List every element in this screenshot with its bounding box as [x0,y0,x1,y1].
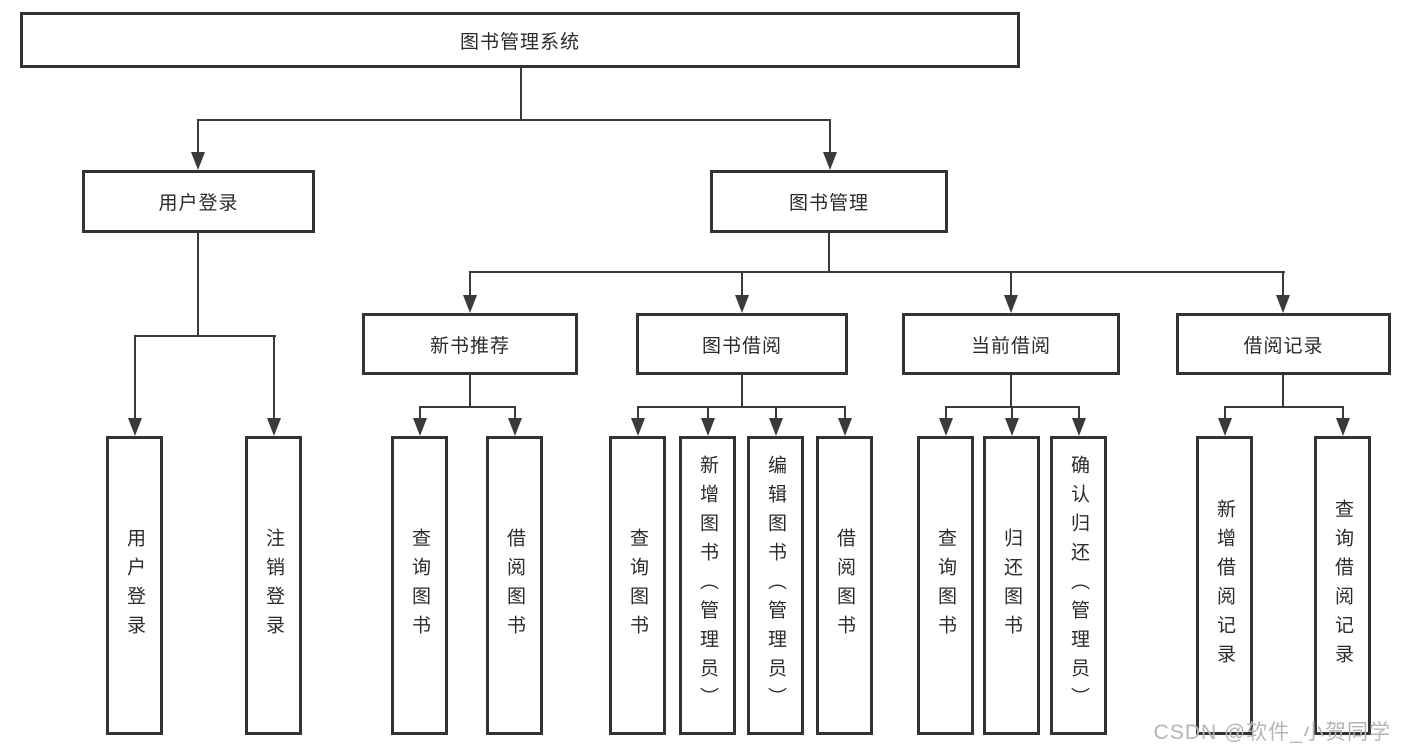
leaf-bb-borrow-books-label: 借阅图书 [834,527,855,644]
node-book-borrowing: 图书借阅 [636,313,848,375]
connector-book-borrow-rail [637,406,846,408]
connector-book-management-stem [828,233,830,273]
connector-drop-cb-query [945,406,947,418]
leaf-cb-return-books: 归还图书 [983,436,1040,735]
connector-drop-bb-add [707,406,709,418]
arrowhead-nb-query [413,418,427,436]
node-borrowing-records: 借阅记录 [1176,313,1391,375]
arrowhead-borrow-records [1276,295,1290,313]
connector-drop-book-borrow [741,271,743,297]
leaf-cb-return-books-label: 归还图书 [1001,527,1022,644]
connector-user-login-stem [197,233,199,337]
leaf-br-query-record: 查询借阅记录 [1314,436,1371,735]
node-book-management-label: 图书管理 [788,193,869,214]
leaf-bb-query-books: 查询图书 [609,436,666,735]
node-book-borrowing-label: 图书借阅 [701,335,782,357]
connector-drop-bb-query [637,406,639,418]
connector-current-borrow-stem [1010,375,1012,408]
leaf-nb-borrow-books-label: 借阅图书 [504,527,525,644]
leaf-bb-add-books-admin: 新增图书（管理员） [679,436,736,735]
node-new-book-recommendation: 新书推荐 [362,313,578,375]
arrowhead-bb-edit [769,418,783,436]
connector-book-management-rail [469,271,1285,273]
arrowhead-leaf-login [128,418,142,436]
connector-root-stem [520,68,522,119]
arrowhead-br-add [1218,418,1232,436]
leaf-br-query-record-label: 查询借阅记录 [1332,498,1353,673]
connector-borrow-records-stem [1282,375,1284,408]
leaf-nb-borrow-books: 借阅图书 [486,436,543,735]
arrowhead-book-management [823,152,837,170]
node-book-management: 图书管理 [710,170,948,233]
arrowhead-bb-add [701,418,715,436]
node-user-login-group-label: 用户登录 [158,193,239,214]
leaf-cb-query-books-label: 查询图书 [935,527,956,644]
leaf-bb-borrow-books: 借阅图书 [816,436,873,735]
connector-drop-br-add [1224,406,1226,418]
arrowhead-cb-return [1005,418,1019,436]
arrowhead-new-book [463,295,477,313]
connector-drop-user-login [197,119,199,153]
leaf-nb-query-books: 查询图书 [391,436,448,735]
connector-drop-nb-query [419,406,421,418]
arrowhead-user-login [191,152,205,170]
connector-new-book-stem [469,375,471,408]
leaf-bb-add-books-admin-label: 新增图书（管理员） [697,455,718,716]
leaf-bb-edit-books-admin-label: 编辑图书（管理员） [765,455,786,716]
connector-drop-leaf-logout [273,335,275,418]
node-current-borrowing-label: 当前借阅 [970,335,1051,357]
leaf-bb-edit-books-admin: 编辑图书（管理员） [747,436,804,735]
leaf-br-add-record: 新增借阅记录 [1196,436,1253,735]
connector-drop-cb-return [1011,406,1013,418]
node-current-borrowing: 当前借阅 [902,313,1120,375]
leaf-user-login: 用户登录 [106,436,163,735]
connector-drop-bb-edit [775,406,777,418]
connector-root-rail [197,119,831,121]
leaf-cb-confirm-return-admin: 确认归还（管理员） [1050,436,1107,735]
csdn-watermark: CSDN @软件_小贺同学 [1153,721,1391,744]
connector-drop-br-query [1342,406,1344,418]
arrowhead-nb-borrow [508,418,522,436]
node-new-book-recommendation-label: 新书推荐 [429,335,510,357]
arrowhead-cb-query [939,418,953,436]
connector-drop-nb-borrow [514,406,516,418]
connector-user-login-rail [134,335,276,337]
connector-drop-book-management [829,119,831,153]
arrowhead-cb-confirm [1072,418,1086,436]
leaf-user-login-label: 用户登录 [124,527,145,644]
leaf-bb-query-books-label: 查询图书 [627,527,648,644]
connector-drop-new-book [469,271,471,297]
arrowhead-bb-query [631,418,645,436]
node-borrowing-records-label: 借阅记录 [1243,335,1324,357]
leaf-br-add-record-label: 新增借阅记录 [1214,498,1235,673]
node-root: 图书管理系统 [20,12,1020,68]
connector-drop-bb-borrow [844,406,846,418]
arrowhead-br-query [1336,418,1350,436]
connector-drop-cb-confirm [1078,406,1080,418]
arrowhead-leaf-logout [267,418,281,436]
node-user-login-group: 用户登录 [82,170,315,233]
connector-drop-borrow-records [1282,271,1284,297]
leaf-cb-query-books: 查询图书 [917,436,974,735]
arrowhead-book-borrow [735,295,749,313]
connector-book-borrow-stem [741,375,743,408]
leaf-cb-confirm-return-admin-label: 确认归还（管理员） [1068,455,1089,716]
leaf-logout-label: 注销登录 [263,527,284,644]
arrowhead-current-borrow [1004,295,1018,313]
connector-new-book-rail [419,406,516,408]
leaf-logout: 注销登录 [245,436,302,735]
connector-drop-current-borrow [1010,271,1012,297]
arrowhead-bb-borrow [838,418,852,436]
connector-drop-leaf-login [134,335,136,418]
leaf-nb-query-books-label: 查询图书 [409,527,430,644]
connector-borrow-records-rail [1224,406,1344,408]
node-root-label: 图书管理系统 [459,31,580,53]
